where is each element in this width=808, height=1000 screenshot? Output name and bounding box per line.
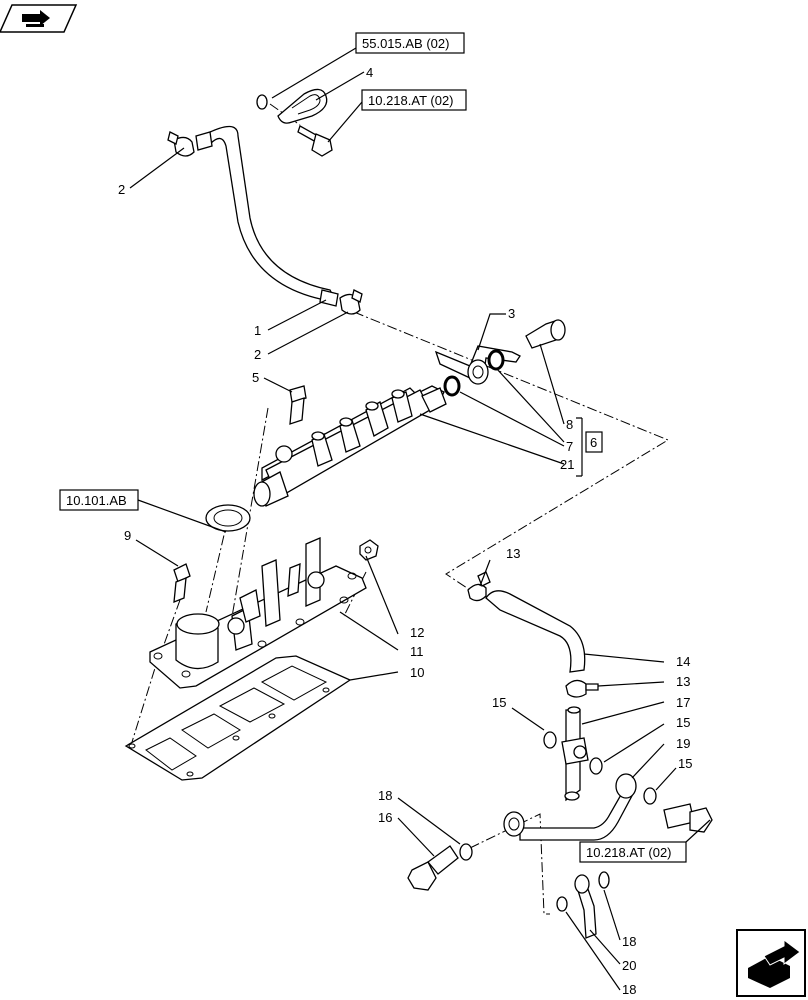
callout-3: 3: [508, 306, 515, 321]
pipe-19: [503, 773, 637, 841]
clamp-2-lower: [339, 289, 363, 315]
callout-6: 6: [590, 435, 597, 450]
washer-15b: [589, 757, 603, 775]
fuel-rail-21: [253, 385, 447, 507]
screw-5: [289, 385, 307, 425]
leader-lines: [129, 47, 711, 991]
callout-9: 9: [124, 528, 131, 543]
banjo-bolt-right: [663, 803, 713, 833]
ref-10101ab[interactable]: 10.101.AB: [59, 489, 139, 511]
gasket-10: [124, 655, 352, 781]
clip-4: [277, 88, 328, 124]
next-page-arrow-icon[interactable]: [736, 929, 806, 997]
callout-10: 10: [410, 665, 424, 680]
callout-1: 1: [254, 323, 261, 338]
callout-7: 7: [566, 439, 573, 454]
washer-18b: [598, 871, 610, 889]
callout-18b: 18: [622, 934, 636, 949]
adaptor-20: [574, 874, 597, 939]
callout-21: 21: [560, 457, 574, 472]
hose-14: [485, 590, 586, 673]
ref-kit-6[interactable]: 6: [585, 431, 603, 453]
nut-12: [359, 539, 379, 561]
banjo-bolt-8: [525, 319, 566, 349]
bolt-top: [297, 125, 333, 157]
ref-55015ab[interactable]: 55.015.AB (02): [355, 32, 465, 54]
ref-10101ab-label: 10.101.AB: [66, 493, 127, 508]
seal-7b: [443, 375, 461, 397]
washer-18a: [459, 843, 473, 861]
callout-numbers: 4 2 1 2 3 5 8 7 21 9 12 11 10 13 14 13 1…: [118, 65, 692, 997]
hose-1: [195, 125, 339, 307]
callout-15c: 15: [678, 756, 692, 771]
callout-13a: 13: [506, 546, 520, 561]
callout-12: 12: [410, 625, 424, 640]
callout-18c: 18: [622, 982, 636, 997]
washer-15a: [543, 731, 557, 749]
o-ring-seal: [205, 504, 251, 532]
clamp-13-lower: [565, 679, 599, 698]
callout-18a: 18: [378, 788, 392, 803]
callout-4: 4: [366, 65, 373, 80]
callout-5: 5: [252, 370, 259, 385]
callout-8: 8: [566, 417, 573, 432]
ref-55015ab-label: 55.015.AB (02): [362, 36, 449, 51]
callout-2a: 2: [118, 182, 125, 197]
housing-11: [149, 537, 367, 689]
washer-18c: [556, 896, 568, 912]
book-arrow-icon[interactable]: [0, 4, 78, 33]
callout-17: 17: [676, 695, 690, 710]
ref-10218at-top[interactable]: 10.218.AT (02): [361, 89, 467, 111]
tee-fitting-17: [561, 706, 589, 802]
callout-20: 20: [622, 958, 636, 973]
callout-2b: 2: [254, 347, 261, 362]
callout-14: 14: [676, 654, 690, 669]
ref-10218at-bottom-label: 10.218.AT (02): [586, 845, 672, 860]
washer-15c: [643, 787, 657, 805]
ref-10218at-bottom[interactable]: 10.218.AT (02): [579, 841, 687, 863]
bolt-9: [173, 563, 191, 604]
seal-7a: [487, 349, 505, 371]
callout-15b: 15: [676, 715, 690, 730]
callout-11: 11: [410, 644, 424, 659]
callout-15a: 15: [492, 695, 506, 710]
clamp-2-top: [167, 131, 195, 157]
callout-19: 19: [676, 736, 690, 751]
washer-top: [256, 94, 268, 110]
ref-10218at-top-label: 10.218.AT (02): [368, 93, 454, 108]
bolt-16: [407, 845, 459, 891]
callout-13b: 13: [676, 674, 690, 689]
callout-16: 16: [378, 810, 392, 825]
